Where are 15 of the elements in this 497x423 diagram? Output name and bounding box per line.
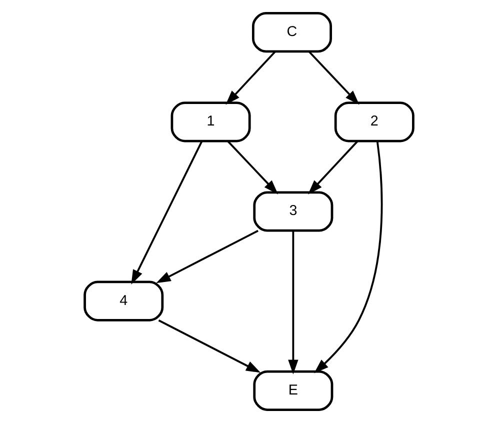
arrow <box>288 230 298 374</box>
arrow <box>225 50 276 105</box>
arrow <box>308 50 359 105</box>
node-box: C <box>251 12 332 53</box>
arrow <box>314 141 382 374</box>
node-box: E <box>252 370 333 411</box>
node-box: 2 <box>334 102 414 142</box>
arrow <box>156 230 258 284</box>
node-box: 4 <box>83 280 164 322</box>
arrow <box>158 320 260 373</box>
arrow <box>130 140 202 284</box>
arrow <box>226 140 278 194</box>
node-box: 3 <box>252 191 333 232</box>
arrow <box>308 140 358 194</box>
node-box: 1 <box>170 102 250 142</box>
